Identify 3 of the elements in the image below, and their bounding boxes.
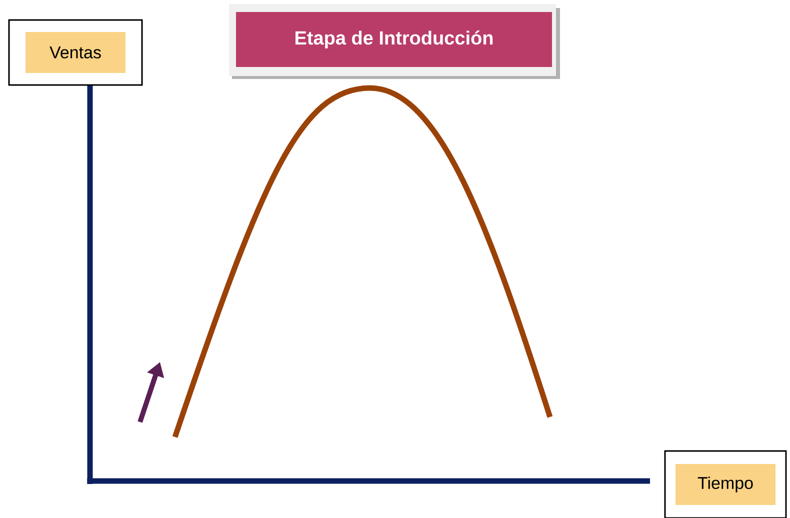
label-box: Ventas (8, 19, 143, 86)
label-box: Tiempo (664, 450, 787, 518)
title-banner: Etapa de Introducción (229, 4, 560, 79)
